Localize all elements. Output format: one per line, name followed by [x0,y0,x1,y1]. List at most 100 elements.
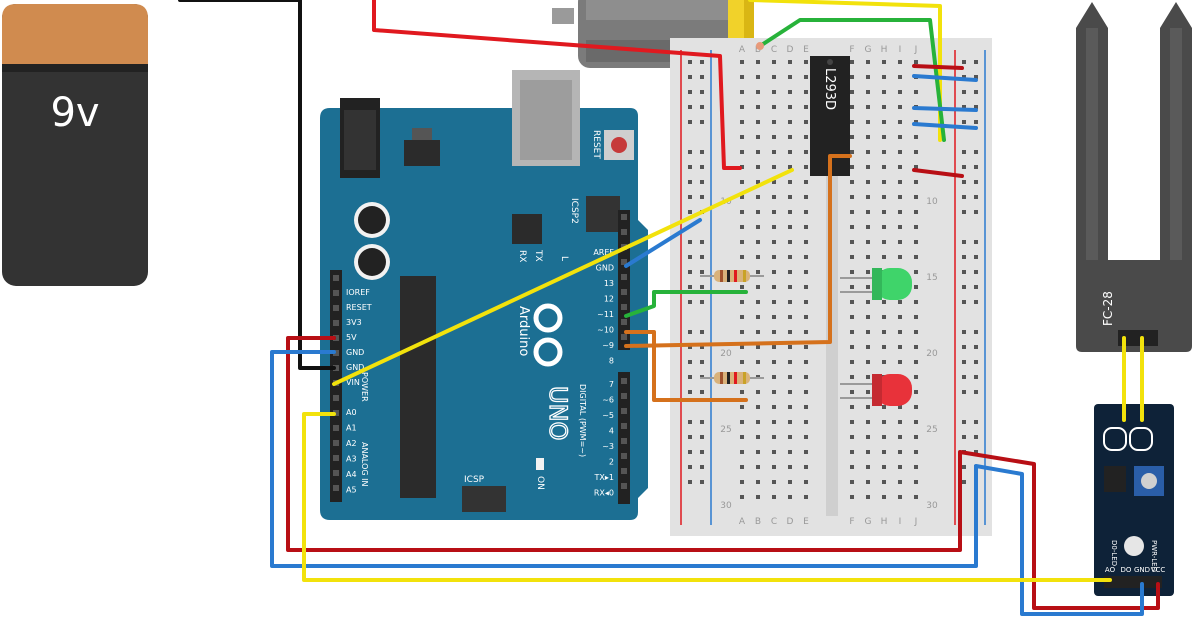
breadboard-hole [850,450,854,454]
breadboard-hole [850,435,854,439]
breadboard-hole [756,285,760,289]
wire-motor-red [372,0,742,170]
column-label: H [881,45,888,55]
breadboard-hole [898,405,902,409]
breadboard-hole [740,435,744,439]
pin-label: A0 [346,408,357,417]
breadboard-hole [772,360,776,364]
breadboard-hole [804,150,808,154]
breadboard-hole [804,105,808,109]
breadboard-hole [756,60,760,64]
rail-hole [974,450,978,454]
power-header-label: POWER [360,372,369,402]
breadboard-hole [866,135,870,139]
rail-hole [962,465,966,469]
resistor-2 [700,372,764,384]
breadboard-hole [756,435,760,439]
breadboard-hole [804,135,808,139]
header-pin [333,305,339,311]
breadboard-hole [914,135,918,139]
wire-rail-blue-1 [912,74,978,82]
breadboard-hole [914,330,918,334]
breadboard-hole [898,450,902,454]
breadboard-hole [866,150,870,154]
breadboard-hole [740,195,744,199]
red-led [840,374,912,406]
breadboard-hole [914,420,918,424]
breadboard-hole [866,330,870,334]
breadboard-hole [850,240,854,244]
header-pin [333,455,339,461]
breadboard-hole [866,480,870,484]
breadboard-hole [898,75,902,79]
breadboard-hole [914,90,918,94]
rail-hole [974,375,978,379]
tx-label: TX [533,249,543,262]
breadboard-hole [850,90,854,94]
breadboard-hole [898,480,902,484]
header-pin [333,290,339,296]
breadboard-hole [898,105,902,109]
breadboard-hole [756,135,760,139]
header-pin [621,408,627,414]
breadboard-hole [898,345,902,349]
breadboard-hole [772,225,776,229]
breadboard-hole [756,405,760,409]
breadboard-hole [804,450,808,454]
rail-hole [974,360,978,364]
column-label: B [755,517,761,527]
column-label: E [803,517,809,527]
breadboard-hole [866,75,870,79]
breadboard-hole [898,300,902,304]
breadboard-hole [772,465,776,469]
row-number: 20 [720,349,732,359]
rail-hole [688,90,692,94]
rail-hole [688,240,692,244]
breadboard-hole [850,225,854,229]
pin-label: VIN [346,378,360,387]
breadboard-hole [850,270,854,274]
breadboard-hole [788,480,792,484]
breadboard-hole [866,90,870,94]
pin-label: ~10 [597,326,614,335]
header-pin [621,393,627,399]
breadboard-hole [866,210,870,214]
breadboard-hole [882,300,886,304]
header-pin [621,304,627,310]
rail-hole [974,150,978,154]
breadboard-hole [772,330,776,334]
rail-hole [688,390,692,394]
breadboard-hole [756,90,760,94]
sensor-label: FC-28 [1101,291,1115,326]
breadboard-hole [756,495,760,499]
rail-hole [700,435,704,439]
breadboard-hole [914,240,918,244]
breadboard-hole [804,390,808,394]
breadboard-hole [866,60,870,64]
pin-label: GND [596,264,614,273]
breadboard-hole [898,240,902,244]
breadboard-hole [850,345,854,349]
breadboard-hole [756,390,760,394]
breadboard-hole [756,225,760,229]
breadboard-hole [772,285,776,289]
rail-hole [974,435,978,439]
rail-hole [688,300,692,304]
rail-hole [962,150,966,154]
breadboard-hole [788,330,792,334]
breadboard-hole [866,180,870,184]
breadboard-hole [788,75,792,79]
pin-label: ~5 [602,411,614,420]
breadboard-hole [788,150,792,154]
module-pin-label: AO [1105,566,1116,574]
breadboard-hole [882,195,886,199]
breadboard-hole [756,195,760,199]
breadboard-hole [804,255,808,259]
header-pin [621,378,627,384]
breadboard-hole [772,105,776,109]
breadboard-hole [866,255,870,259]
breadboard-hole [756,420,760,424]
wires [178,0,1160,616]
